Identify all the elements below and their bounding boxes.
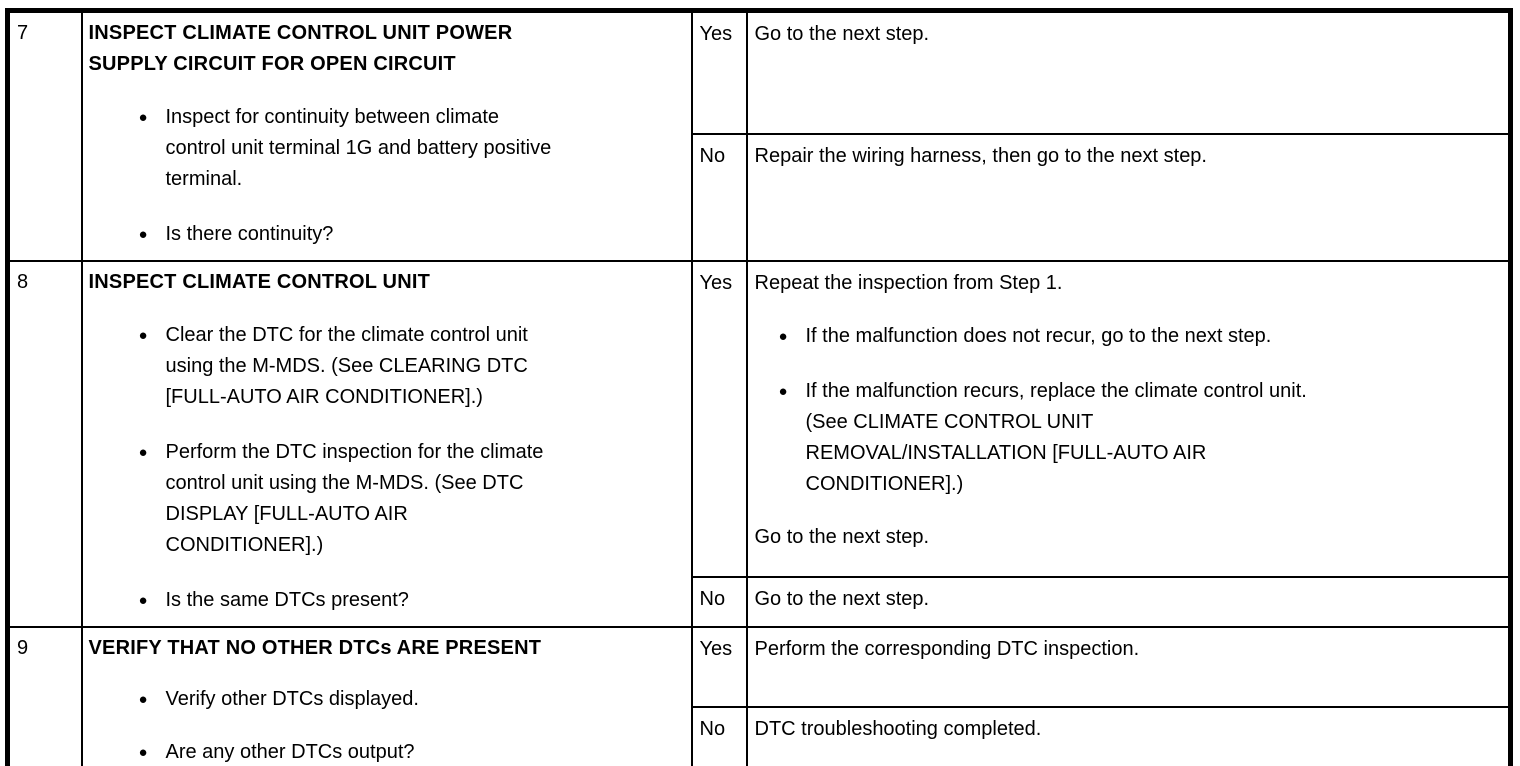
- action-intro: Repeat the inspection from Step 1.: [754, 272, 1063, 294]
- step-7-row-yes: 7 INSPECT CLIMATE CONTROL UNIT POWER SUP…: [6, 9, 1512, 262]
- bullet-item: ● Is the same DTCs present?: [89, 585, 687, 616]
- bullet-text: Verify other DTCs displayed.: [165, 688, 419, 710]
- dtc-troubleshooting-table: 7 INSPECT CLIMATE CONTROL UNIT POWER SUP…: [5, 8, 1513, 766]
- result-cell: Yes: [690, 260, 748, 578]
- bullet-text: Clear the DTC for the climate control un…: [165, 324, 528, 408]
- bullet-text: Is there continuity?: [165, 223, 334, 245]
- step-number: 9: [17, 637, 29, 659]
- bullet-icon: ●: [138, 327, 148, 344]
- bullet-text: If the malfunction recurs, replace the c…: [805, 380, 1307, 495]
- step-9-row-no: No DTC troubleshooting completed.: [8, 706, 1512, 766]
- result-label-no: No: [699, 588, 726, 610]
- inspection-cell: VERIFY THAT NO OTHER DTCs ARE PRESENT ● …: [80, 626, 693, 766]
- bullet-text: Is the same DTCs present?: [165, 589, 409, 611]
- bullet-text: Perform the DTC inspection for the clima…: [165, 441, 544, 556]
- inspection-title: INSPECT CLIMATE CONTROL UNIT: [88, 271, 431, 293]
- result-label-yes: Yes: [699, 23, 733, 45]
- bullet-icon: ●: [138, 744, 148, 761]
- result-label-no: No: [699, 718, 726, 740]
- action-cell: Perform the corresponding DTC inspection…: [745, 626, 1512, 708]
- bullet-item: ● If the malfunction does not recur, go …: [755, 321, 1503, 352]
- inspection-title: VERIFY THAT NO OTHER DTCs ARE PRESENT: [88, 637, 542, 659]
- step-9-row-yes: 9 VERIFY THAT NO OTHER DTCs ARE PRESENT …: [6, 626, 1512, 766]
- bullet-item: ● If the malfunction recurs, replace the…: [755, 376, 1503, 500]
- action-text: Go to the next step.: [754, 588, 930, 610]
- result-cell: No: [690, 576, 748, 628]
- bullet-item: ● Is there continuity?: [89, 219, 687, 250]
- inspection-cell: INSPECT CLIMATE CONTROL UNIT POWER SUPPL…: [80, 9, 693, 262]
- action-cell: Go to the next step.: [745, 9, 1512, 135]
- bullet-icon: ●: [138, 109, 148, 126]
- action-cell: DTC troubleshooting completed.: [745, 706, 1512, 766]
- result-label-yes: Yes: [699, 272, 733, 294]
- action-text: Go to the next step.: [754, 23, 930, 45]
- bullet-item: ● Clear the DTC for the climate control …: [89, 320, 687, 413]
- bullet-icon: ●: [138, 444, 148, 461]
- bullet-icon: ●: [138, 592, 148, 609]
- action-text: DTC troubleshooting completed.: [754, 718, 1042, 740]
- inspection-title: INSPECT CLIMATE CONTROL UNIT POWER SUPPL…: [88, 22, 513, 75]
- result-label-yes: Yes: [699, 638, 733, 660]
- step-number-cell: 9: [6, 626, 83, 766]
- result-cell: No: [690, 133, 748, 262]
- inspection-cell: INSPECT CLIMATE CONTROL UNIT ● Clear the…: [80, 260, 693, 628]
- step-number-cell: 8: [6, 260, 83, 628]
- bullet-item: ● Perform the DTC inspection for the cli…: [89, 437, 687, 561]
- step-number: 7: [17, 22, 29, 44]
- result-cell: No: [690, 706, 748, 766]
- bullet-text: Are any other DTCs output?: [165, 741, 415, 763]
- bullet-icon: ●: [778, 328, 788, 345]
- action-text: Perform the corresponding DTC inspection…: [754, 638, 1140, 660]
- bullet-item: ● Are any other DTCs output?: [89, 737, 687, 766]
- bullet-item: ● Verify other DTCs displayed.: [89, 684, 687, 715]
- step-number: 8: [17, 271, 29, 293]
- bullet-icon: ●: [138, 226, 148, 243]
- action-cell: Go to the next step.: [745, 576, 1512, 628]
- action-cell: Repeat the inspection from Step 1. ● If …: [745, 260, 1512, 578]
- action-cell: Repair the wiring harness, then go to th…: [745, 133, 1512, 262]
- action-outro: Go to the next step.: [754, 526, 930, 548]
- step-8-row-yes: 8 INSPECT CLIMATE CONTROL UNIT ● Clear t…: [6, 260, 1512, 628]
- step-8-row-no: No Go to the next step.: [8, 576, 1512, 628]
- step-7-row-no: No Repair the wiring harness, then go to…: [8, 133, 1512, 262]
- bullet-text: If the malfunction does not recur, go to…: [805, 325, 1272, 347]
- result-cell: Yes: [690, 9, 748, 135]
- step-number-cell: 7: [6, 9, 83, 262]
- action-text: Repair the wiring harness, then go to th…: [754, 145, 1208, 167]
- bullet-text: Inspect for continuity between climate c…: [165, 106, 552, 190]
- bullet-item: ● Inspect for continuity between climate…: [89, 102, 687, 195]
- bullet-icon: ●: [138, 691, 148, 708]
- result-cell: Yes: [690, 626, 748, 708]
- bullet-icon: ●: [778, 383, 788, 400]
- result-label-no: No: [699, 145, 726, 167]
